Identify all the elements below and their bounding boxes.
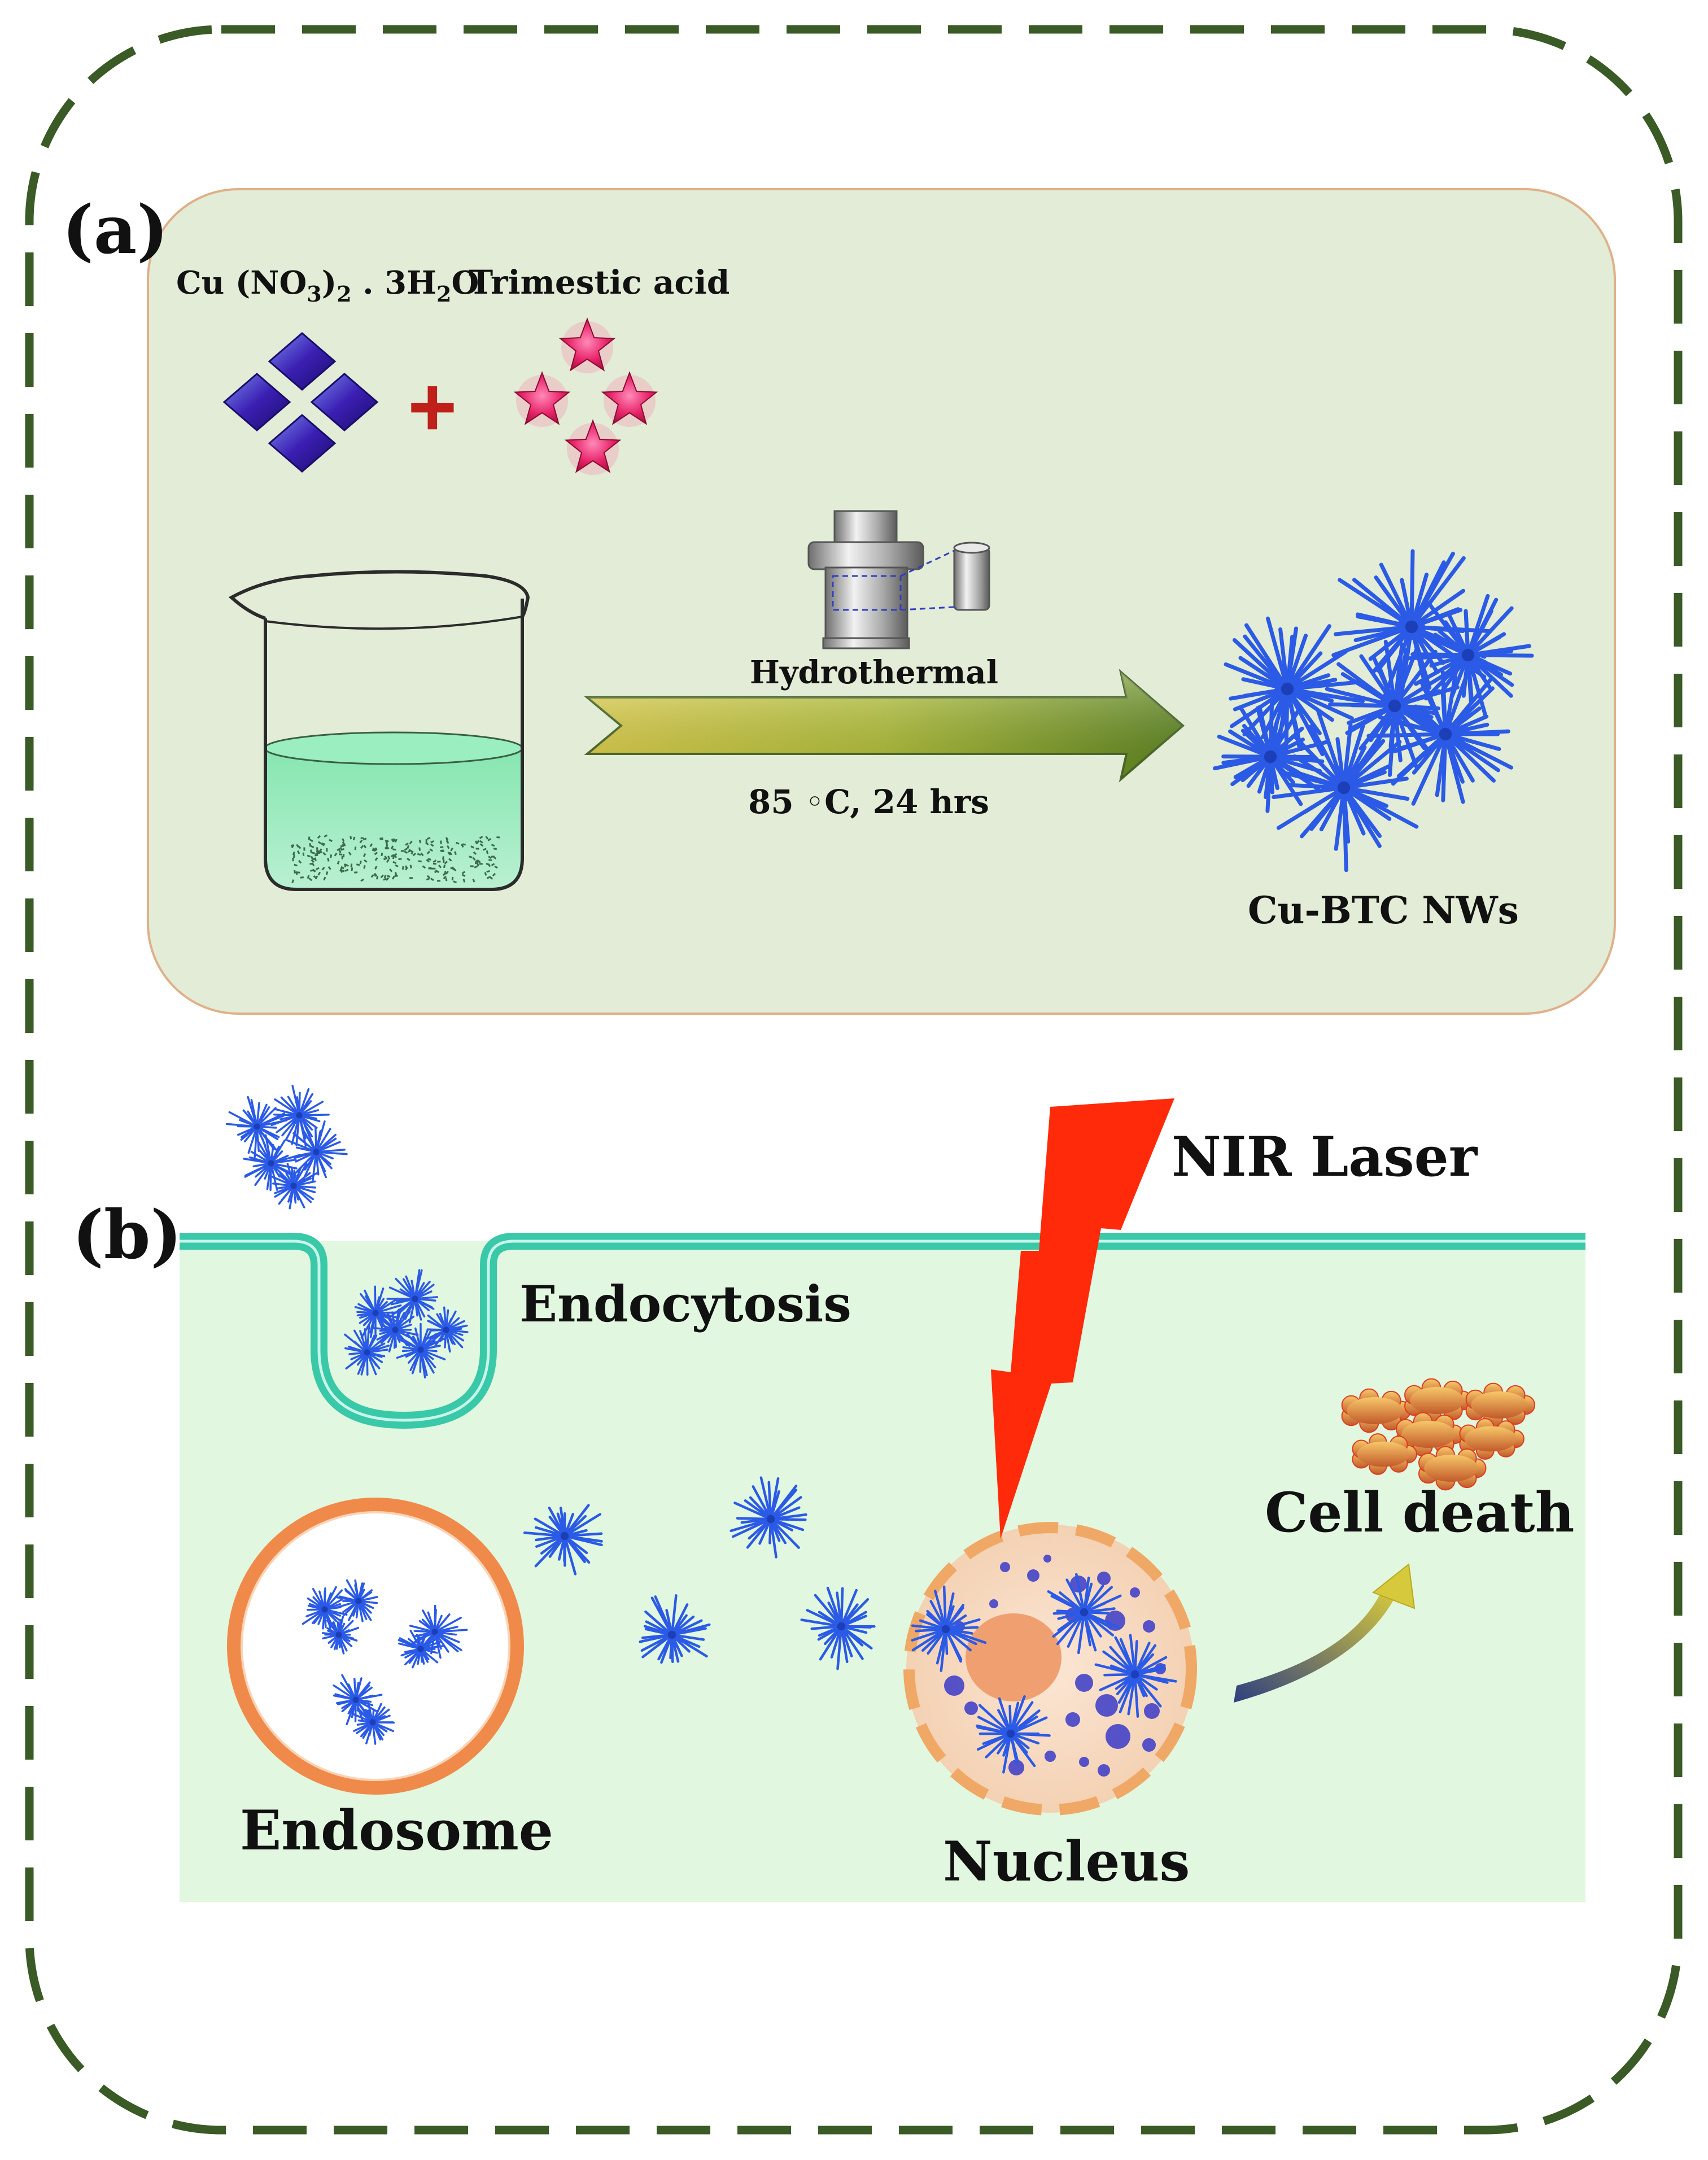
vesicle [1043, 1555, 1051, 1563]
panel-a: (a) Cu (NO3)2 . 3H2O Trimestic acid + [62, 188, 1616, 1015]
reaction-arrow-icon [584, 669, 1185, 783]
nanowire [1213, 697, 1329, 813]
vesicle [1079, 1757, 1089, 1767]
nanowire [1094, 1634, 1177, 1718]
nanowire-cluster-icon [1213, 549, 1534, 872]
vesicle [1045, 1751, 1056, 1762]
vesicle [1027, 1569, 1039, 1582]
cell-death-label: Cell death [1265, 1481, 1574, 1544]
vesicle [964, 1701, 978, 1715]
nanowire [976, 1695, 1051, 1774]
nanowire [372, 1308, 419, 1352]
endosome-label: Endosome [240, 1799, 553, 1862]
plus-sign: + [408, 359, 457, 454]
copper-nitrate-label: Cu (NO3)2 . 3H2O [176, 264, 479, 307]
dead-cell-debris-icon [1341, 1378, 1535, 1491]
debris-blob [1418, 1446, 1487, 1491]
vesicle [1000, 1562, 1010, 1572]
nanowire [396, 1323, 447, 1378]
nanowire [1405, 594, 1534, 718]
vesicle [1095, 1694, 1118, 1717]
nucleus-label: Nucleus [943, 1830, 1190, 1893]
hydrothermal-label: Hydrothermal [750, 654, 998, 691]
vesicle [944, 1675, 964, 1696]
star-shape [558, 317, 616, 372]
curved-arrow-icon [1234, 1563, 1416, 1703]
star-shape [601, 371, 658, 425]
vesicle [1130, 1587, 1140, 1598]
copper-nitrate-crystal-icon [222, 332, 379, 473]
vesicle [1105, 1611, 1125, 1631]
nanowire [425, 1306, 469, 1353]
nanowire [800, 1586, 876, 1670]
nanowire [269, 1163, 318, 1210]
nanowire [243, 1134, 300, 1191]
debris-blob [1465, 1382, 1535, 1428]
nanowire [523, 1504, 603, 1576]
nanowire [270, 1085, 330, 1147]
lightning-bolt-icon [991, 1098, 1174, 1539]
nanowire [911, 1585, 987, 1672]
vesicle [1065, 1712, 1080, 1727]
nanowire [352, 1700, 395, 1745]
panel-b-label: (b) [72, 1195, 182, 1274]
vesicle [1008, 1760, 1024, 1775]
debris-blob [1352, 1433, 1417, 1475]
formula-subscript: 3 [307, 281, 321, 307]
vesicle [1097, 1572, 1111, 1585]
debris-blob [1459, 1418, 1524, 1460]
trimesic-acid-star-icon [513, 317, 658, 475]
panel-a-label: (a) [62, 190, 168, 269]
vesicle [1098, 1764, 1110, 1777]
star-shape [564, 419, 622, 473]
vesicle [1143, 1620, 1155, 1633]
nanowire [344, 1324, 390, 1376]
nanowire [354, 1285, 402, 1339]
formula-part: . 3H [352, 264, 436, 302]
nanowire [335, 1579, 378, 1622]
nanowire [333, 1674, 383, 1725]
product-label: Cu-BTC NWs [1248, 888, 1519, 932]
vesicle [989, 1599, 998, 1608]
vesicle [1106, 1724, 1130, 1749]
endocytosis-label: Endocytosis [519, 1275, 851, 1333]
vesicle [1142, 1738, 1156, 1752]
formula-part: Cu (NO [176, 264, 307, 302]
nanowire [397, 1630, 444, 1669]
formula-subscript: 2 [337, 281, 351, 307]
nanowire [729, 1476, 807, 1559]
debris-blob [1341, 1388, 1411, 1433]
formula-part: ) [322, 264, 337, 302]
star-shape [513, 371, 571, 425]
vesicle [1144, 1703, 1160, 1719]
formula-subscript: 2 [436, 281, 451, 307]
nanowire [285, 1120, 348, 1182]
trimesic-acid-label: Trimestic acid [469, 263, 729, 302]
nanowire [225, 1096, 288, 1158]
nanowire [1047, 1573, 1122, 1655]
formula-part: O [451, 264, 479, 302]
nanowire [639, 1594, 711, 1664]
vesicle [1075, 1674, 1093, 1692]
panel-b: (b) NIR Laser Endocytosis Endosome Nucle… [72, 1085, 1585, 1902]
reaction-conditions: 85 ◦C, 24 hrs [748, 783, 989, 821]
nucleolus [966, 1613, 1062, 1701]
nanowire [1325, 639, 1460, 777]
endosome [227, 1498, 524, 1795]
nanowire [321, 1616, 360, 1655]
beaker-icon [228, 570, 530, 891]
nir-laser-label: NIR Laser [1172, 1125, 1478, 1189]
autoclave-icon [807, 510, 990, 649]
